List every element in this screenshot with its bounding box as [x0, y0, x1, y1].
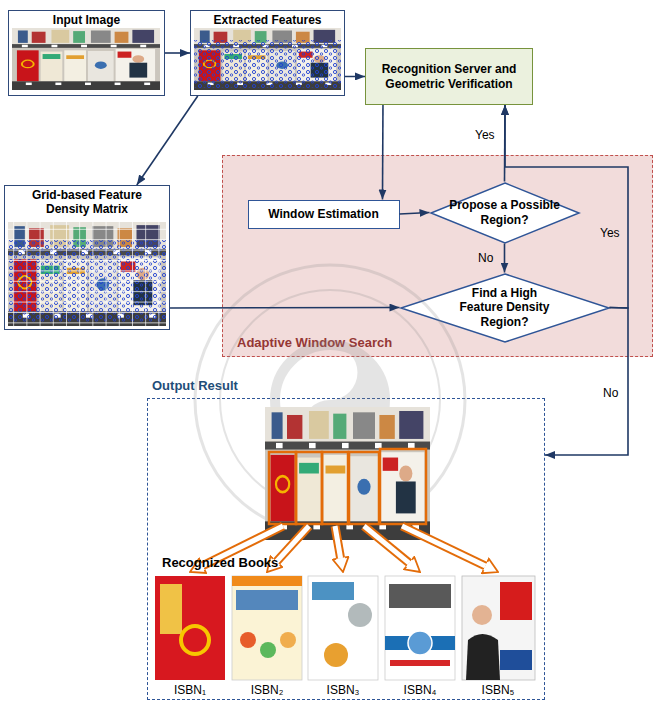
arrow-shaft — [364, 526, 409, 563]
cover-background — [232, 576, 302, 680]
shelf-photo — [265, 407, 430, 540]
node-label: Adaptive Window Search — [237, 335, 392, 351]
seal-emblem — [303, 345, 385, 455]
cover-art — [466, 634, 500, 680]
isbn-label: ISBN₅ — [482, 683, 515, 697]
cover-art — [385, 636, 455, 650]
image-panel: Input Image — [8, 10, 165, 96]
book-cover — [155, 576, 225, 680]
arrow-shaft — [335, 526, 341, 558]
process-box: Window Estimation — [248, 200, 400, 229]
seal-emblem — [275, 345, 385, 455]
output-panel: Output Result — [147, 398, 545, 700]
cover-art — [240, 632, 256, 648]
cover-art — [408, 631, 432, 655]
detection-boxes — [269, 449, 426, 524]
book-cover — [232, 576, 302, 680]
isbn-label: ISBN₄ — [404, 683, 437, 697]
arrow-shaft — [364, 526, 409, 563]
node-label: Grid-based Feature Density Matrix — [5, 188, 169, 217]
arrow-shaft — [335, 526, 341, 558]
shelf-photo — [8, 222, 166, 326]
search-region: Adaptive Window Search Window Estimation P… — [222, 155, 653, 357]
cover-art — [236, 590, 298, 610]
detection-box — [269, 452, 296, 524]
detection-box — [380, 449, 426, 524]
cover-art — [500, 650, 532, 670]
node-label: Extracted Features — [191, 13, 344, 27]
arrow-shaft — [203, 526, 283, 566]
cover-art — [348, 603, 372, 627]
cover-art — [500, 582, 532, 620]
cover-art — [472, 605, 492, 625]
arrow-shaft — [276, 526, 309, 562]
grid-overlay — [8, 222, 166, 326]
edge-label: Yes — [475, 128, 495, 142]
detection-box — [322, 452, 348, 524]
node-label: Output Result — [152, 378, 238, 394]
shelf-photo — [194, 28, 341, 90]
feature-overlay — [194, 40, 341, 88]
flow-arrow — [545, 308, 628, 456]
isbn-label: ISBN₃ — [327, 683, 360, 697]
diamond-shape — [431, 183, 579, 243]
detection-box — [349, 452, 379, 524]
flow-arrow — [165, 52, 190, 54]
cover-art — [260, 642, 276, 658]
result-arrows — [203, 526, 486, 566]
flow-arrow — [170, 307, 400, 309]
arrow-shaft — [402, 526, 485, 566]
image-panel: Grid-based Feature Density Matrix — [4, 185, 170, 330]
book-cover — [385, 576, 455, 680]
flow-arrow — [137, 96, 198, 185]
server-box: Recognition Server and Geometric Verific… — [365, 48, 533, 105]
section-label: Recognized Books — [162, 555, 278, 570]
decision-diamond: Find a High Feature Density Region? — [400, 273, 610, 343]
flow-arrow — [400, 213, 430, 215]
book-cover — [462, 576, 535, 680]
seal-ring — [195, 265, 465, 535]
image-panel: Extracted Features — [190, 10, 345, 96]
cover-art — [232, 576, 302, 586]
node-label: Window Estimation — [249, 201, 399, 228]
flow-arrow — [504, 244, 506, 273]
flow-arrow — [505, 105, 628, 308]
feature-overlay — [8, 240, 166, 322]
cover-background — [462, 576, 535, 680]
cover-art — [312, 582, 354, 600]
node-label: Propose a Possible Region? — [430, 182, 580, 244]
cover-art — [324, 643, 348, 667]
isbn-label: ISBN₁ — [174, 683, 206, 697]
diamond-shape — [401, 274, 609, 342]
cover-background — [308, 576, 378, 680]
book-cover — [308, 576, 378, 680]
node-label: Input Image — [9, 13, 164, 27]
shelf-photo — [12, 28, 160, 90]
seal-ring — [220, 290, 440, 510]
flow-arrow — [382, 105, 384, 200]
cover-background — [385, 576, 455, 680]
node-label: Recognition Server and Geometric Verific… — [366, 49, 532, 104]
edge-label: No — [603, 386, 618, 400]
node-label: Find a High Feature Density Region? — [400, 273, 610, 343]
arrow-shaft — [203, 526, 283, 566]
watermark-seal — [195, 265, 465, 535]
cover-art — [280, 632, 296, 648]
cover-art — [181, 626, 209, 654]
flow-arrow — [345, 76, 365, 78]
cover-art — [389, 584, 451, 608]
detection-box — [296, 452, 322, 524]
flow-arrow — [504, 105, 506, 182]
isbn-label: ISBN₂ — [251, 683, 284, 697]
arrow-shaft — [402, 526, 485, 566]
arrow-shaft — [276, 526, 309, 562]
cover-background — [155, 576, 225, 680]
cover-art — [160, 584, 182, 634]
decision-diamond: Propose a Possible Region? — [430, 182, 580, 244]
cover-art — [390, 660, 450, 666]
